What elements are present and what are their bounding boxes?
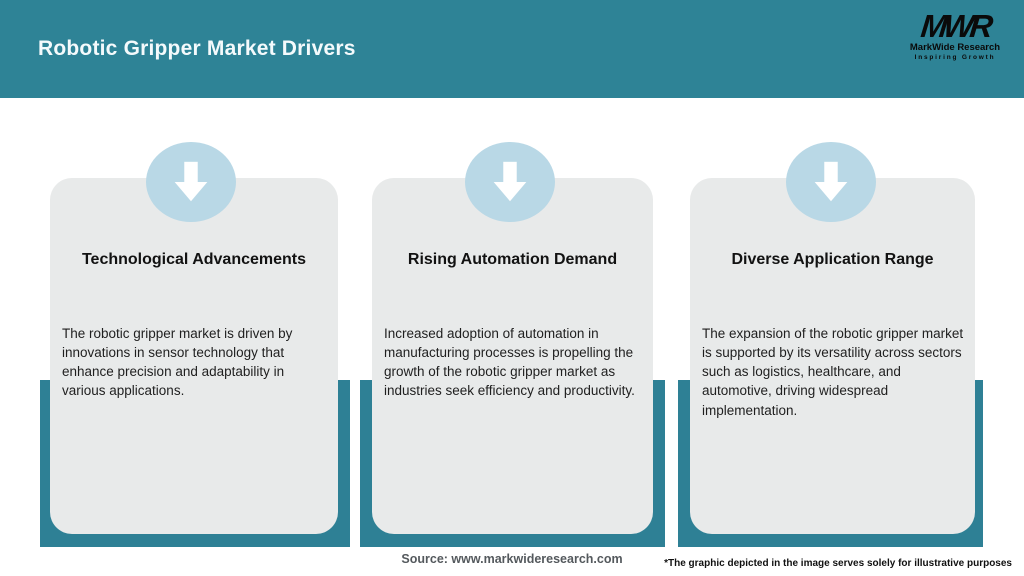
header-bar: Robotic Gripper Market Drivers MWR MarkW… [0,0,1024,98]
down-arrow-badge [146,142,236,222]
logo-company-name: MarkWide Research [909,42,1001,54]
down-arrow-icon [168,157,214,207]
card-body-text: The expansion of the robotic gripper mar… [702,326,964,418]
markwide-research-logo: MWR MarkWide Research Inspiring Growth [900,8,1010,62]
down-arrow-icon [487,157,533,207]
logo-acronym: MWR [919,8,991,44]
down-arrow-badge [786,142,876,222]
down-arrow-badge [465,142,555,222]
card-title: Rising Automation Demand [407,251,618,268]
disclaimer-text: *The graphic depicted in the image serve… [664,558,1012,569]
driver-card-technological-advancements: Technological Advancements The robotic g… [50,178,338,534]
card-body-text: The robotic gripper market is driven by … [62,326,293,399]
logo-tagline: Inspiring Growth [914,54,996,62]
page-title: Robotic Gripper Market Drivers [38,37,356,60]
card-title: Diverse Application Range [731,251,934,268]
card-title: Technological Advancements [81,251,307,268]
down-arrow-icon [808,157,854,207]
source-text: Source: www.markwideresearch.com [401,552,623,566]
driver-card-diverse-application-range: Diverse Application Range The expansion … [690,178,975,534]
card-body-text: Increased adoption of automation in manu… [384,326,635,399]
driver-card-rising-automation-demand: Rising Automation Demand Increased adopt… [372,178,653,534]
